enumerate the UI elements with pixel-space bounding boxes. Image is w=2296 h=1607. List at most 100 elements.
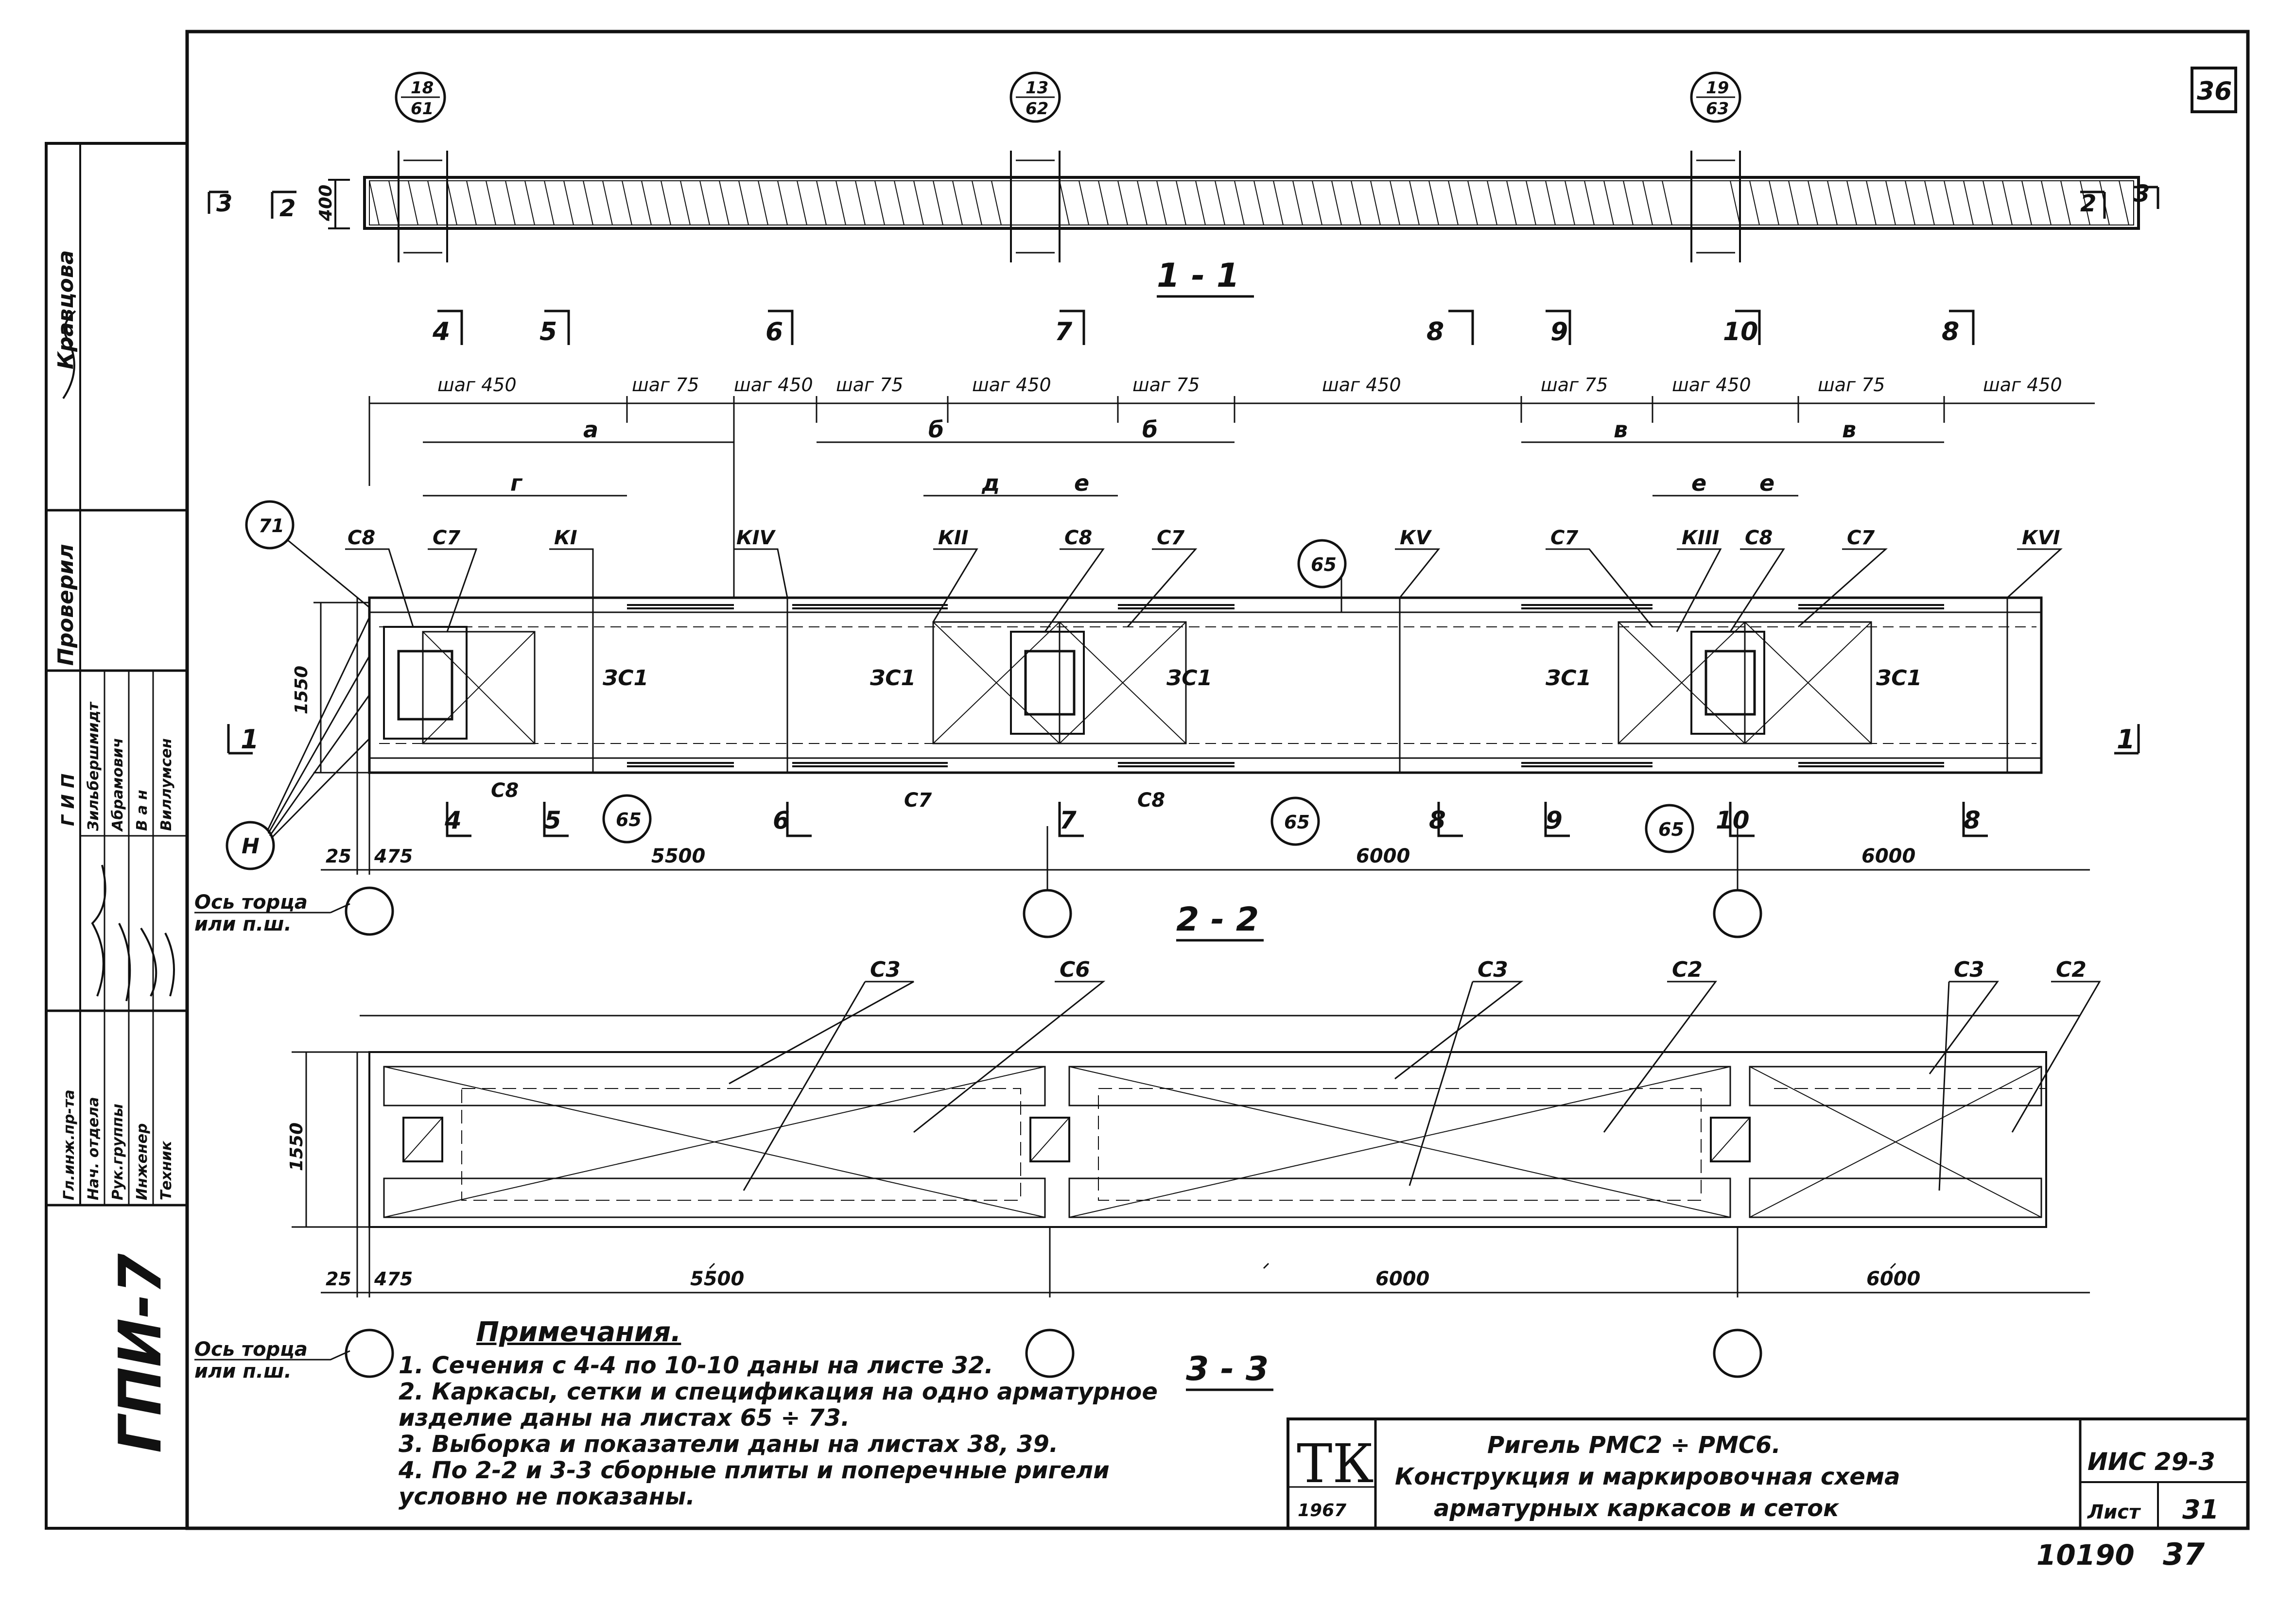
frame-k4: КIV xyxy=(736,527,776,549)
section-2-2: 4 5 6 7 8 9 10 8 шаг 450 шаг 75 шаг 450 … xyxy=(194,310,2140,942)
frame-c8-1: С8 xyxy=(348,527,375,549)
sheet-label: Лист xyxy=(2087,1501,2141,1523)
frame-c7-4: С7 xyxy=(1847,527,1875,549)
notes-title: Примечания. xyxy=(476,1316,681,1348)
frame-k3: КIII xyxy=(1682,527,1719,549)
axis3-note-1: Ось торца xyxy=(194,1338,308,1361)
sub-d: д xyxy=(981,470,1000,496)
panel-role-5: Техник xyxy=(158,1140,175,1200)
note-2: 2. Каркасы, сетки и спецификация на одно… xyxy=(399,1378,1158,1432)
panel-name-4: Виллумсен xyxy=(158,738,175,831)
panel-name-3: В а н xyxy=(134,790,151,831)
cut-bot-9: 9 xyxy=(1546,806,1563,834)
pitch-9: шаг 450 xyxy=(1672,374,1751,396)
stamp-logo: ТК xyxy=(1297,1433,1374,1495)
callout-3-top: 19 xyxy=(1706,78,1729,98)
mesh-c2-2: С2 xyxy=(2056,957,2087,982)
cut-top-9: 9 xyxy=(1550,317,1568,346)
cut-bot-10: 10 xyxy=(1716,806,1750,834)
section-2-2-width: 1550 xyxy=(292,666,312,714)
mesh-c6: С6 xyxy=(1060,957,1090,982)
pitch-5: шаг 450 xyxy=(972,374,1051,396)
sub-e3: е xyxy=(1759,470,1774,496)
sub-e1: е xyxy=(1074,470,1089,496)
callout-2-top: 13 xyxy=(1026,78,1048,98)
dim3-6000-2: 6000 xyxy=(1866,1268,1920,1290)
sub-e2: е xyxy=(1691,470,1706,496)
cut-top-5: 5 xyxy=(539,317,557,346)
mesh-c3-3: С3 xyxy=(1954,957,1984,982)
zone-v2: в xyxy=(1842,416,1856,443)
mesh-zc1-5: ЗС1 xyxy=(1876,666,1922,691)
title-line-2: Конструкция и маркировочная схема xyxy=(1395,1463,1900,1490)
circle-71: 71 xyxy=(259,515,284,536)
frame-c8-3: С8 xyxy=(1745,527,1773,549)
section-1-1-label: 1 - 1 xyxy=(1157,257,1239,295)
dim3-475: 475 xyxy=(374,1268,413,1290)
zone-a: а xyxy=(583,416,598,443)
cut-bot-8b: 8 xyxy=(1964,806,1981,834)
panel-role-2: Нач. отдела xyxy=(85,1097,102,1200)
sheet-number: 31 xyxy=(2182,1494,2219,1525)
mesh-c2-1: С2 xyxy=(1672,957,1703,982)
bottom-number-a: 10190 xyxy=(2036,1538,2135,1572)
cut-top-4: 4 xyxy=(432,317,450,346)
note-4: 4. По 2-2 и 3-3 сборные плиты и поперечн… xyxy=(399,1457,1110,1510)
frame-k5: КV xyxy=(1400,527,1432,549)
pitch-1: шаг 450 xyxy=(437,374,517,396)
cut-1-left: 1 xyxy=(241,724,259,755)
mesh-zc1-2: ЗС1 xyxy=(870,666,916,691)
panel-name-1: Зильбершмидт xyxy=(85,701,102,831)
cut-bot-7: 7 xyxy=(1060,806,1077,834)
mesh-c3-1: С3 xyxy=(870,957,901,982)
dim-25: 25 xyxy=(326,846,351,867)
cut-bot-5: 5 xyxy=(544,806,561,834)
frame-k1: КI xyxy=(554,527,577,549)
sub-g: г xyxy=(510,470,523,496)
axis-note-2: или п.ш. xyxy=(194,913,292,935)
bottom-c8-2: С8 xyxy=(1137,789,1165,812)
zone-b1: б xyxy=(928,416,944,443)
circle-n: Н xyxy=(242,834,260,859)
cut-right-2: 2 xyxy=(2080,190,2096,217)
panel-role-3: Рук.группы xyxy=(109,1104,126,1200)
pitch-6: шаг 75 xyxy=(1132,374,1200,396)
dim-6000-1: 6000 xyxy=(1356,845,1410,867)
circle-65-1: 65 xyxy=(1311,554,1337,575)
section-3-3-label: 3 - 3 xyxy=(1186,1350,1269,1388)
cut-bot-4: 4 xyxy=(444,806,462,834)
callout-1-top: 18 xyxy=(411,78,434,98)
cut-top-8b: 8 xyxy=(1942,317,1959,346)
section-3-3-width: 1550 xyxy=(287,1123,307,1171)
pitch-7: шаг 450 xyxy=(1322,374,1401,396)
frame-k6: КVI xyxy=(2022,527,2060,549)
dim-6000-2: 6000 xyxy=(1861,845,1915,867)
series-code: ИИС 29-3 xyxy=(2087,1448,2215,1476)
pitch-4: шаг 75 xyxy=(836,374,903,396)
panel-checked-label: Проверил xyxy=(53,544,78,666)
cut-bot-8: 8 xyxy=(1429,806,1446,834)
cut-top-10: 10 xyxy=(1723,317,1758,346)
panel-top-name: Кравцова xyxy=(53,250,78,369)
corner-number: 36 xyxy=(2197,77,2232,106)
signature-1 xyxy=(62,310,76,399)
dim-5500: 5500 xyxy=(651,845,705,867)
dim3-6000-1: 6000 xyxy=(1375,1268,1429,1290)
callout-2-bottom: 62 xyxy=(1026,99,1048,119)
mesh-zc1-1: ЗС1 xyxy=(602,666,648,691)
cut-right-3: 3 xyxy=(2134,180,2150,207)
title-block: ТК 1967 Ригель РМС2 ÷ РМС6. Конструкция … xyxy=(1287,1417,2249,1530)
dim-475: 475 xyxy=(374,846,413,867)
axis-note-1: Ось торца xyxy=(194,891,308,914)
cut-1-right: 1 xyxy=(2117,724,2135,755)
mesh-c3-2: С3 xyxy=(1478,957,1508,982)
circle-65-2: 65 xyxy=(616,809,642,830)
cut-top-7: 7 xyxy=(1055,317,1073,346)
panel-role-4: Инженер xyxy=(134,1123,151,1200)
pitch-8: шаг 75 xyxy=(1541,374,1608,396)
frame-c7-1: С7 xyxy=(433,527,460,549)
institute-label: ГПИ-7 xyxy=(107,1253,174,1453)
section-3-3: С3 С6 С3 С2 С3 С2 1550 25 475 5500 6000 … xyxy=(194,957,2101,1391)
notes: Примечания. 1. Сечения с 4-4 по 10-10 да… xyxy=(399,1319,1225,1510)
